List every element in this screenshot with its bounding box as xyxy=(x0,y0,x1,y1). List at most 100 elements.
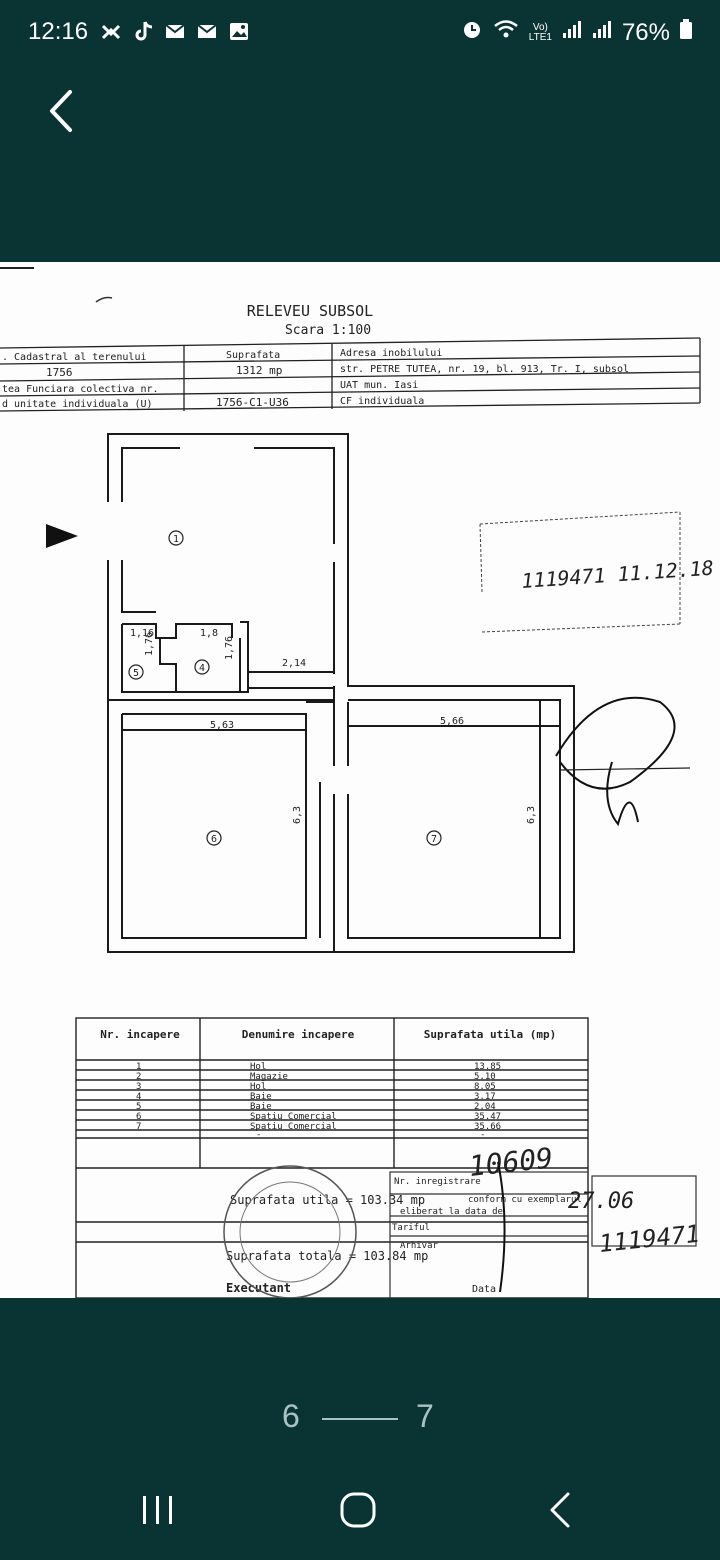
table-cell: 2.04 xyxy=(474,1102,496,1112)
notification-icons xyxy=(100,20,250,42)
info-adresa-value: str. PETRE TUTEA, nr. 19, bl. 913, Tr. I… xyxy=(340,364,629,375)
table-cell: Baie xyxy=(250,1092,272,1102)
room-table-rows: 1 Hol 13.85 2 Magazie 5.10 3 Hol 8.05 4 … xyxy=(136,1062,501,1140)
network-type: Vo) LTE1 xyxy=(528,21,552,43)
current-page: 6 xyxy=(282,1398,300,1434)
table-cell: Baie xyxy=(250,1102,272,1112)
handwritten-date: 27.06 xyxy=(568,1189,634,1214)
recent-apps-button[interactable] xyxy=(128,1488,188,1532)
table-cell: 2 xyxy=(136,1072,141,1082)
total-pages: 7 xyxy=(416,1398,434,1434)
plan-title: RELEVEU SUBSOL xyxy=(247,302,373,320)
room-markers xyxy=(128,530,442,846)
back-icon xyxy=(550,1492,570,1528)
round-seal xyxy=(223,1165,357,1298)
missed-call-icon xyxy=(100,20,122,42)
handwritten-reference: 1119471 11.12.18 xyxy=(521,556,715,593)
table-cell: Spatiu Comercial xyxy=(250,1112,337,1122)
info-header-cadastral: . Cadastral al terenului xyxy=(2,352,147,363)
dimension-label: 1,76 xyxy=(224,636,235,660)
mail-icon xyxy=(164,20,186,42)
table-cell: Hol xyxy=(250,1062,266,1072)
system-navigation-bar xyxy=(0,1470,720,1560)
table-cell: 5.10 xyxy=(474,1072,496,1082)
recent-apps-icon xyxy=(143,1496,172,1524)
signal-icon xyxy=(562,18,582,47)
signature-scribble xyxy=(555,696,676,827)
dimension-label: 1,8 xyxy=(200,628,218,639)
plan-scale: Scara 1:100 xyxy=(285,323,371,338)
info-unitate-value: 1756-C1-U36 xyxy=(216,396,289,409)
table-cell: Magazie xyxy=(250,1072,288,1082)
room-marker-7: 7 xyxy=(431,834,437,845)
network-lte-label: LTE1 xyxy=(528,31,552,43)
table-cell: 8.05 xyxy=(474,1082,496,1092)
home-icon xyxy=(340,1492,376,1528)
network-volte-label: Vo) xyxy=(532,21,548,33)
registration-line: conform cu exemplarul xyxy=(468,1195,582,1205)
registration-line: eliberat la data de xyxy=(400,1207,503,1217)
table-cell: 7 xyxy=(136,1122,141,1132)
table-cell: 1 xyxy=(136,1062,141,1072)
battery-percent: 76% xyxy=(621,18,670,46)
info-suprafata-value: 1312 mp xyxy=(236,364,282,377)
room-table-header-suprafata: Suprafata utila (mp) xyxy=(424,1028,556,1041)
property-info-table xyxy=(0,337,701,412)
info-header-suprafata: Suprafata xyxy=(226,350,280,361)
dimension-label: 1,76 xyxy=(144,632,155,656)
handwritten-reference: 1119471 xyxy=(598,1220,702,1258)
back-button[interactable] xyxy=(40,86,88,136)
signal-icon xyxy=(592,18,612,47)
executant-label: Executant xyxy=(226,1281,291,1295)
registration-line: Arhivar xyxy=(400,1241,439,1251)
total-useful-area: Suprafata utila = 103.34 mp xyxy=(230,1193,425,1207)
back-nav-button[interactable] xyxy=(530,1488,590,1532)
table-cell: 35.66 xyxy=(474,1122,501,1132)
status-bar: 12:16 Vo) LTE1 xyxy=(0,0,720,70)
home-button[interactable] xyxy=(328,1488,388,1532)
page-indicator: 6 7 xyxy=(0,1390,720,1450)
dimension-label: 6,3 xyxy=(526,806,537,824)
mail-icon xyxy=(196,20,218,42)
registration-line: Tariful xyxy=(392,1223,430,1233)
system-indicators: Vo) LTE1 76% xyxy=(461,18,692,47)
room-marker-6: 6 xyxy=(211,834,217,845)
room-table-header-denumire: Denumire incapere xyxy=(242,1028,355,1041)
dimension-label: 2,14 xyxy=(282,658,306,669)
dimension-label: 5,63 xyxy=(210,720,234,731)
floor-plan-scan: RELEVEU SUBSOL Scara 1:100 . Cadastral a… xyxy=(0,267,715,1298)
floor-plan-walls xyxy=(107,433,575,953)
room-marker-5: 5 xyxy=(133,668,139,679)
clock: 12:16 xyxy=(28,18,89,45)
registration-box xyxy=(389,1171,697,1298)
table-cell: Hol xyxy=(250,1082,266,1092)
wifi-icon xyxy=(493,18,519,47)
registration-line: Data xyxy=(472,1284,496,1295)
handwritten-number: 10609 xyxy=(467,1141,554,1183)
tiktok-icon xyxy=(132,20,154,42)
registration-line: Nr. inregistrare xyxy=(394,1177,481,1187)
table-cell: 13.85 xyxy=(474,1062,501,1072)
dimension-label: 1,16 xyxy=(130,628,154,639)
info-unitate-label: d unitate individuala (U) xyxy=(2,399,153,410)
battery-icon xyxy=(680,18,692,47)
room-marker-1: 1 xyxy=(173,534,179,545)
dimension-label: 5,66 xyxy=(440,716,464,727)
table-cell: Spatiu Comercial xyxy=(250,1122,337,1132)
room-table-header-nr: Nr. incapere xyxy=(100,1028,180,1041)
room-marker-4: 4 xyxy=(199,663,205,674)
gallery-icon xyxy=(228,20,250,42)
info-cf-individuala: CF individuala xyxy=(340,396,424,407)
table-cell: 4 xyxy=(136,1092,141,1102)
alarm-icon xyxy=(461,18,483,47)
page-separator xyxy=(322,1418,398,1420)
dimension-label: 6,3 xyxy=(292,806,303,824)
table-cell: - xyxy=(480,1130,485,1140)
table-cell: 5 xyxy=(136,1102,141,1112)
info-cf-colectiva: tea Funciara colectiva nr. xyxy=(2,384,159,395)
table-cell: 3.17 xyxy=(474,1092,496,1102)
info-header-adresa: Adresa inobilului xyxy=(340,348,442,359)
table-cell: - xyxy=(256,1130,261,1140)
total-area: Suprafata totala = 103.84 mp xyxy=(226,1249,428,1263)
document-image[interactable]: RELEVEU SUBSOL Scara 1:100 . Cadastral a… xyxy=(0,262,720,1298)
